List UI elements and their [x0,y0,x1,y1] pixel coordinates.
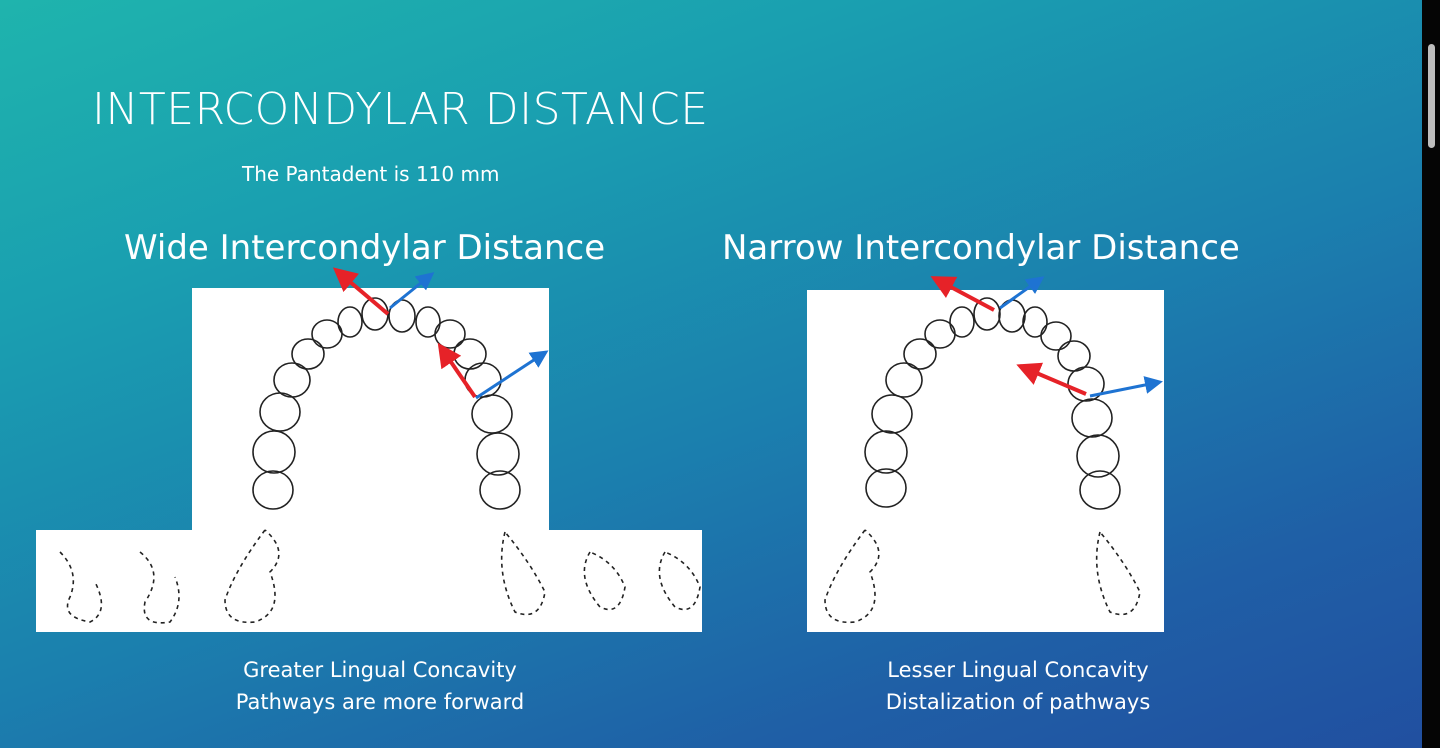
left-red-arrow-2 [437,342,477,399]
right-red-arrow-2 [1016,362,1087,396]
slide-title: INTERCONDYLAR DISTANCE [92,84,709,135]
right-heading: Narrow Intercondylar Distance [722,228,1240,268]
left-blue-arrow-2 [475,350,549,400]
left-red-arrow-1 [332,267,390,316]
right-teeth-arch [864,297,1121,510]
left-dental-arch-diagram [59,267,701,624]
left-blue-arrow-1 [389,272,435,310]
left-heading: Wide Intercondylar Distance [124,228,606,268]
right-condyle-outlines [824,529,1141,624]
left-teeth-arch [252,297,521,510]
right-caption-line-1: Lesser Lingual Concavity [887,658,1149,682]
left-caption-line-2: Pathways are more forward [235,690,525,714]
slide-subtitle: The Pantadent is 110 mm [242,162,500,186]
right-dental-arch-diagram [824,276,1163,624]
left-caption-line-1: Greater Lingual Concavity [243,658,517,682]
vertical-scrollbar[interactable] [1422,0,1440,748]
right-caption-line-2: Distalization of pathways [885,690,1151,714]
left-condyle-outlines [59,529,701,624]
scrollbar-thumb[interactable] [1428,44,1435,148]
left-condyle-strip [36,530,702,632]
right-blue-arrow-2 [1089,376,1163,398]
right-red-arrow-1 [930,276,995,312]
right-blue-arrow-1 [999,276,1045,310]
left-caption: Greater Lingual Concavity Pathways are m… [200,654,560,718]
right-caption: Lesser Lingual Concavity Distalization o… [842,654,1194,718]
